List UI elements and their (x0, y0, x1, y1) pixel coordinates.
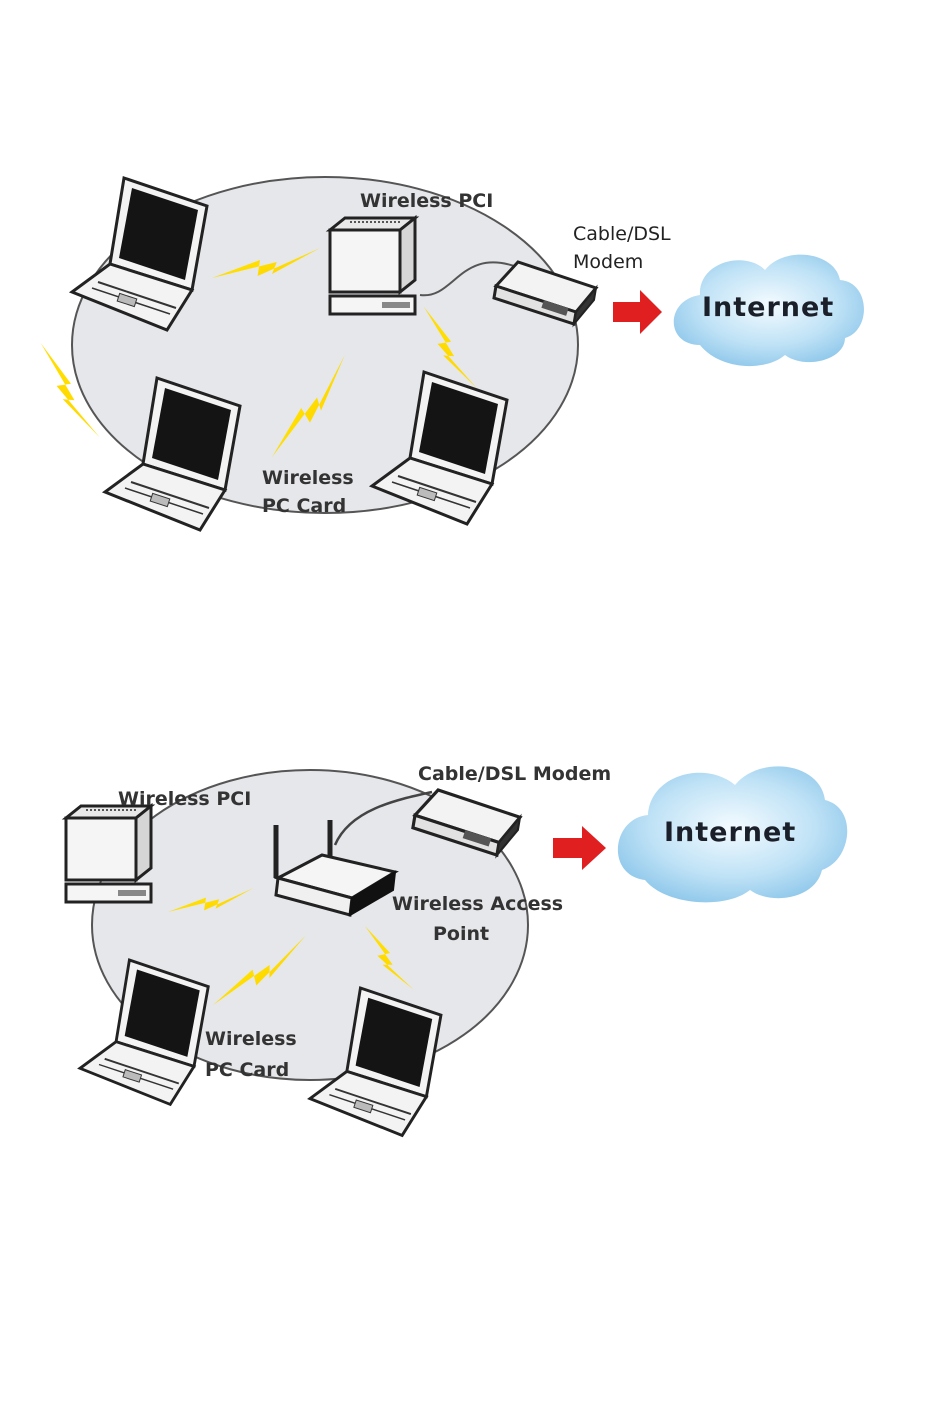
label-modem-line1: Cable/DSL (573, 223, 671, 245)
label-ap-line2: Point (433, 923, 489, 945)
label-modem-line2: Modem (573, 251, 643, 273)
arrow-right-icon (613, 290, 662, 334)
label-wireless-pci: Wireless PCI (360, 190, 493, 212)
cable (419, 261, 521, 297)
label-ap-line1: Wireless Access (392, 893, 563, 915)
label-modem: Cable/DSL Modem (418, 763, 611, 785)
wireless-access-point-icon (273, 820, 399, 917)
label-wireless-pci: Wireless PCI (118, 788, 251, 810)
diagram-infrastructure: Wireless PCI Cable/DSL Modem Wireless Ac… (64, 763, 848, 1137)
internet-cloud-icon (673, 254, 864, 367)
label-pc-card-line2: PC Card (262, 495, 346, 517)
label-internet: Internet (702, 292, 834, 323)
label-pc-card-line1: Wireless (262, 467, 354, 489)
internet-cloud-icon (617, 766, 848, 903)
desktop-pc-icon (64, 804, 153, 904)
laptop-icon (78, 958, 210, 1106)
label-pc-card-line1: Wireless (205, 1028, 297, 1050)
label-pc-card-line2: PC Card (205, 1059, 289, 1081)
arrow-right-icon (553, 826, 606, 870)
diagram-ad-hoc: Wireless PCI Cable/DSL Modem Wireless PC… (40, 176, 864, 532)
cable (333, 790, 433, 846)
label-internet: Internet (664, 817, 796, 848)
desktop-pc-icon (328, 216, 417, 316)
